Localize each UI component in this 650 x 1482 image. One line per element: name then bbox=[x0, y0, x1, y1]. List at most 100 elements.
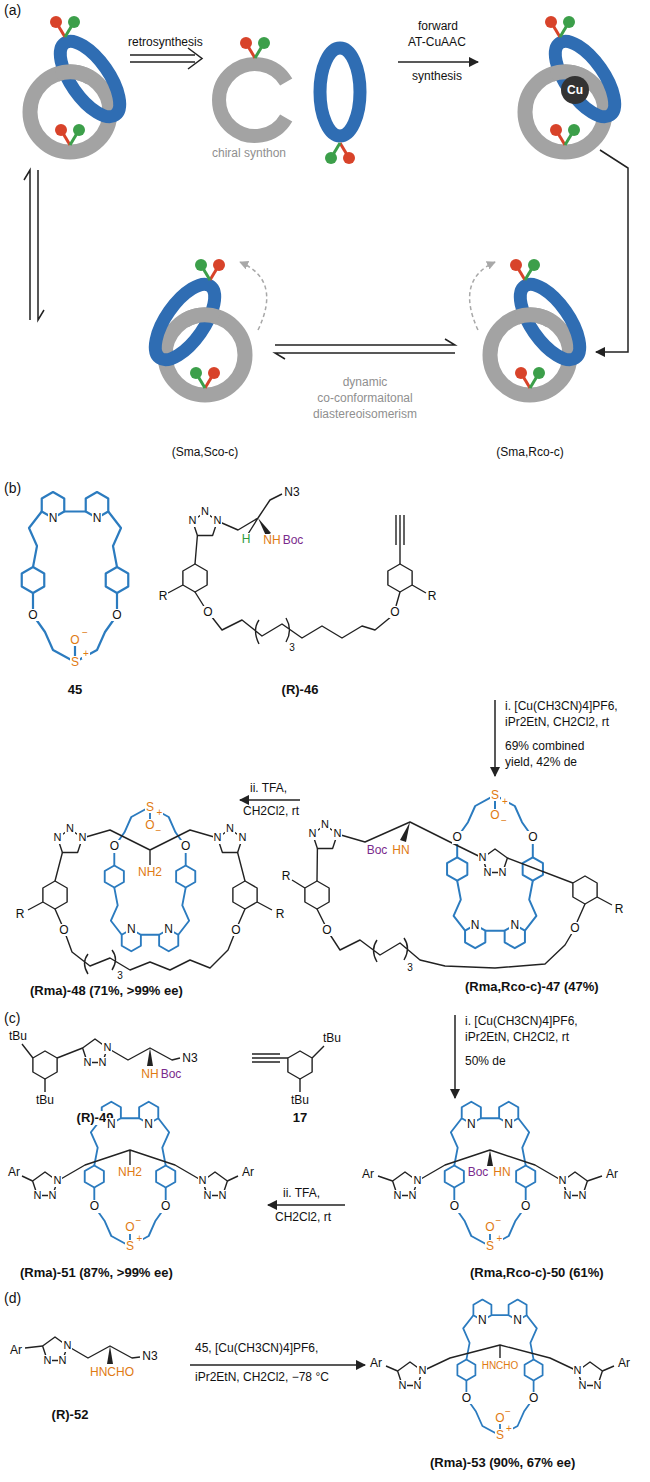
atom-label: N bbox=[466, 1118, 477, 1131]
atom-label: S bbox=[145, 801, 155, 814]
reaction-arrows-part bbox=[130, 48, 202, 69]
atom-label: N bbox=[397, 1380, 407, 1392]
atom-label: N bbox=[102, 1042, 112, 1054]
atom-label: tBu bbox=[8, 1030, 28, 1043]
atom-label: N bbox=[392, 1190, 402, 1202]
atom-label: − bbox=[81, 628, 89, 639]
macrocycle-structures-part bbox=[445, 1102, 536, 1247]
atom-label: − bbox=[155, 826, 163, 837]
ring-cartoon-part bbox=[240, 37, 270, 58]
atom-label: + bbox=[135, 1234, 143, 1245]
atom-label: N bbox=[593, 1380, 603, 1392]
reaction-arrows-part bbox=[268, 1204, 345, 1206]
thread-structures-part bbox=[33, 1051, 57, 1079]
atom-label: N bbox=[320, 819, 330, 831]
atom-label: N bbox=[237, 832, 247, 844]
atom-label: N3 bbox=[283, 486, 300, 499]
atom-label: N bbox=[470, 919, 481, 932]
atom-label: N bbox=[32, 1190, 42, 1202]
atom-label: N bbox=[509, 919, 520, 932]
text-label: iPr2EtN, CH2Cl2, rt bbox=[505, 716, 609, 730]
atom-label: N bbox=[413, 1380, 423, 1392]
atom-label: tBu bbox=[290, 1094, 310, 1107]
text-label: yield, 42% de bbox=[505, 756, 577, 770]
text-label: 50% de bbox=[465, 1055, 506, 1069]
thread-structures-part bbox=[288, 1051, 312, 1079]
thread-structures-part bbox=[292, 822, 612, 968]
text-label: (a) bbox=[4, 2, 21, 18]
atom-label: O bbox=[111, 609, 122, 622]
wedge-bonds-part bbox=[147, 1048, 153, 1066]
atom-label: Ar bbox=[241, 1166, 255, 1179]
atom-label: 3 bbox=[288, 643, 296, 654]
atom-label: S bbox=[70, 656, 80, 669]
atom-label: N bbox=[62, 1340, 72, 1352]
text-label: iPr2EtN, CH2Cl2, −78 °C bbox=[195, 1371, 329, 1385]
atom-label: N bbox=[202, 1190, 212, 1202]
text-label: ii. TFA, bbox=[250, 782, 287, 796]
atom-label: − bbox=[135, 1216, 143, 1227]
text-label: chiral synthon bbox=[212, 147, 286, 161]
reaction-arrows-part bbox=[190, 1364, 365, 1366]
thread-structures-part bbox=[168, 494, 426, 644]
atom-label: O bbox=[160, 1200, 171, 1213]
atom-label: N bbox=[308, 828, 318, 840]
thread-structures bbox=[22, 494, 614, 1386]
atom-label: S bbox=[495, 1429, 505, 1442]
atom-label: NH2 bbox=[137, 866, 163, 879]
atom-label: O bbox=[321, 924, 332, 937]
atom-label: N bbox=[52, 1175, 62, 1187]
text-label: i. [Cu(CH3CN)4]PF6, bbox=[465, 1015, 578, 1029]
thread-structures-part bbox=[22, 1044, 180, 1092]
thread-structures-part bbox=[573, 876, 597, 904]
ring-cartoon-part bbox=[144, 259, 245, 395]
atom-label: NH2 bbox=[117, 1166, 143, 1179]
thread-structures-part bbox=[252, 1046, 324, 1092]
atom-label: co-conformaitonal bbox=[316, 392, 413, 405]
atom-label: (R)-52 bbox=[51, 1408, 90, 1422]
atom-label: + bbox=[155, 808, 163, 819]
atom-label: N bbox=[577, 1380, 587, 1392]
text-label: CH2Cl2, rt bbox=[243, 805, 299, 819]
reaction-arrows bbox=[24, 48, 628, 1365]
reaction-arrows-part bbox=[454, 1015, 456, 1098]
atom-label: R bbox=[158, 590, 169, 603]
macrocycle-structures bbox=[22, 492, 543, 1436]
atom-label: dynamic bbox=[342, 376, 389, 389]
atom-label: O bbox=[202, 606, 213, 619]
atom-label: N3 bbox=[181, 1052, 198, 1065]
atom-label: (R)-46 bbox=[281, 683, 320, 697]
atom-label: − bbox=[504, 1407, 512, 1418]
text-label: retrosynthesis bbox=[128, 36, 203, 50]
thread-structures-part bbox=[43, 881, 67, 909]
atom-label: R bbox=[614, 903, 625, 916]
thread-structures-part bbox=[233, 881, 257, 909]
text-label: synthesis bbox=[412, 70, 462, 84]
ring-cartoon-part bbox=[490, 259, 591, 395]
reaction-arrows-part bbox=[275, 339, 455, 359]
reaction-arrows-part bbox=[596, 150, 628, 352]
atom-label: NH bbox=[262, 534, 281, 547]
atom-label: 3 bbox=[116, 971, 124, 982]
thread-structures-part bbox=[305, 881, 329, 909]
text-label: forward bbox=[418, 20, 458, 34]
atom-label: HN bbox=[391, 844, 410, 857]
macrocycle-structures-part bbox=[22, 492, 129, 662]
atom-label: N bbox=[65, 823, 75, 835]
atom-label: O bbox=[527, 831, 538, 844]
atom-label: N bbox=[58, 1355, 68, 1367]
text-label: (Rma)-53 (90%, 67% ee) bbox=[430, 1456, 575, 1471]
atom-label: O bbox=[69, 634, 80, 647]
text-label: iPr2EtN, CH2Cl2, rt bbox=[465, 1031, 569, 1045]
atom-label: N bbox=[408, 1190, 418, 1202]
atom-label: N bbox=[92, 512, 103, 525]
atom-label: Ar bbox=[9, 1344, 23, 1357]
atom-label: O bbox=[569, 922, 580, 935]
atom-label: O bbox=[520, 1200, 531, 1213]
text-label: 45, [Cu(CH3CN)4]PF6, bbox=[195, 1342, 318, 1356]
atom-label: tBu bbox=[35, 1094, 55, 1107]
atom-label: Ar bbox=[617, 1357, 631, 1370]
atom-label: N bbox=[573, 1365, 583, 1377]
atom-label: N bbox=[48, 1190, 58, 1202]
